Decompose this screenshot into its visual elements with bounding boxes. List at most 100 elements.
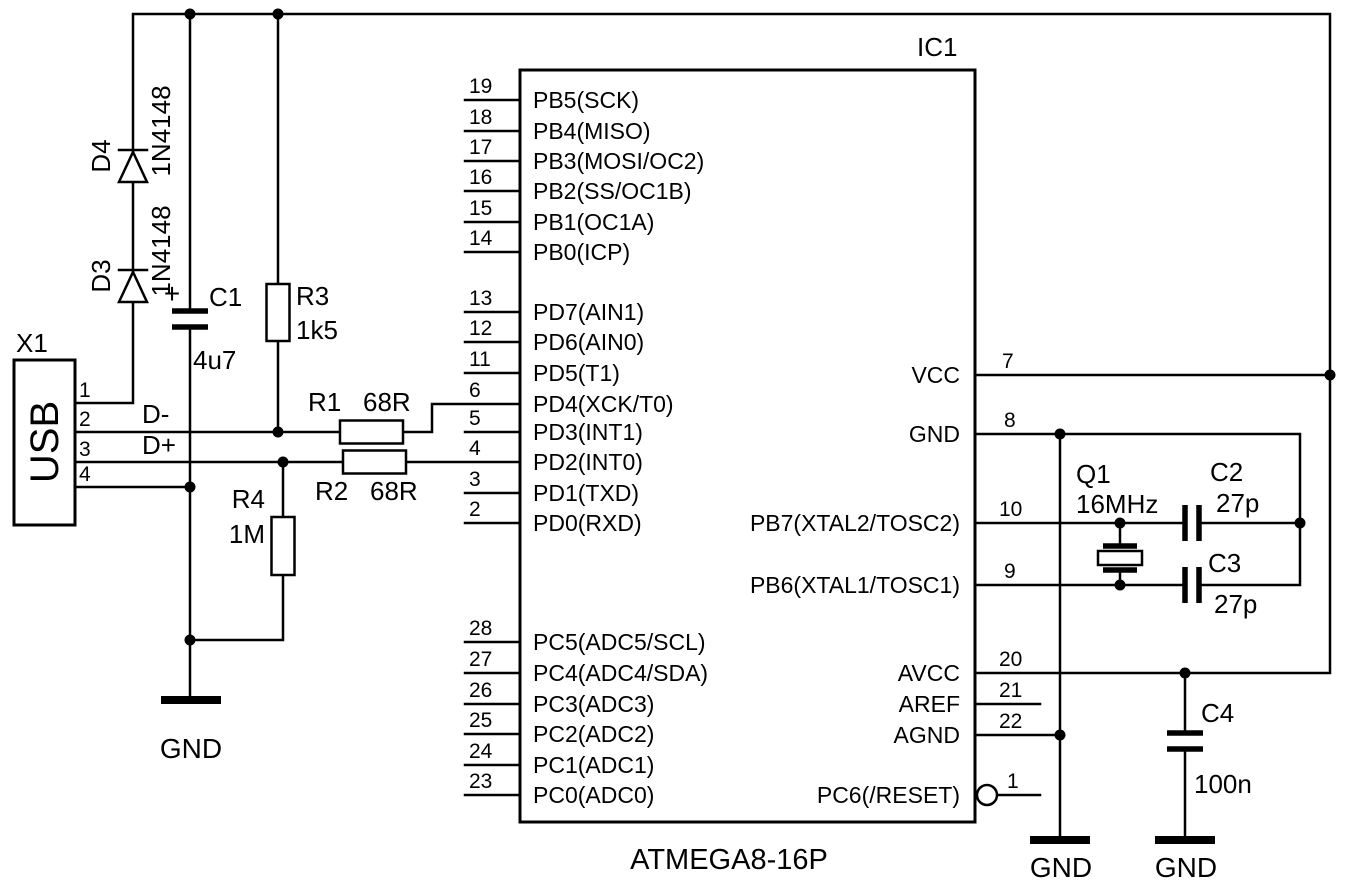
- resistor-value-label: 68R: [370, 476, 418, 506]
- net-labels: D- D+: [142, 399, 176, 460]
- crystal-q1: Q1 16MHz: [1076, 459, 1158, 573]
- reset-inversion-bubble: [975, 783, 999, 807]
- resistor-r3: R3 1k5: [265, 281, 338, 345]
- pin-number: 17: [469, 136, 492, 159]
- net-label-dminus: D-: [142, 399, 169, 429]
- pin-name: PD6(AIN0): [533, 329, 644, 355]
- pin-number: 10: [999, 498, 1022, 521]
- capacitor-plates: [1182, 505, 1202, 541]
- resistor-value-label: 68R: [363, 387, 411, 417]
- capacitor-c2: C2 27p: [1182, 457, 1259, 541]
- pin-number: 14: [469, 227, 493, 250]
- capacitor-c1: + C1 4u7: [164, 278, 242, 375]
- capacitor-plates: [1167, 730, 1203, 752]
- pin-number: 7: [1002, 350, 1014, 373]
- resistor-ref-label: R4: [232, 484, 265, 514]
- junction-dot: [184, 634, 196, 646]
- pin-name: GND: [909, 421, 960, 447]
- junction-dot: [184, 8, 196, 20]
- pin-name: PB6(XTAL1/TOSC1): [750, 572, 960, 598]
- resistor-ref-label: R1: [308, 387, 341, 417]
- pin-number: 15: [469, 197, 492, 220]
- pin-number: 27: [469, 648, 492, 671]
- junction-dot: [1114, 517, 1126, 529]
- junction-dot: [1294, 517, 1306, 529]
- pin-name: PB0(ICP): [533, 239, 630, 265]
- ground-symbols: GND GND GND: [160, 696, 1217, 883]
- diode-ref-label: D3: [86, 259, 116, 292]
- pin-number: 8: [1004, 409, 1016, 432]
- pin-name: PD4(XCK/T0): [533, 391, 674, 417]
- resistor-body: [270, 515, 296, 577]
- capacitor-value-label: 4u7: [193, 345, 236, 375]
- junction-dot: [1114, 579, 1126, 591]
- ground-bar: [161, 696, 1215, 844]
- pin-number: 12: [469, 317, 492, 340]
- pin-name: PC5(ADC5/SCL): [533, 629, 706, 655]
- usb-connector: X1 USB 1 2 3 4: [12, 328, 91, 527]
- pin-number: 21: [999, 679, 1022, 702]
- capacitor-ref-label: C3: [1208, 548, 1241, 578]
- pin-number: 22: [999, 710, 1022, 733]
- resistor-r2: R2 68R: [315, 449, 418, 506]
- diode-d4: D4 1N4148: [86, 85, 176, 184]
- pin-number: 24: [469, 740, 493, 763]
- pin-number: 6: [469, 379, 481, 402]
- pin-name: AVCC: [898, 660, 960, 686]
- crystal-body: [1096, 549, 1144, 567]
- junction-dot: [1054, 729, 1066, 741]
- usb-pin-number: 3: [79, 438, 91, 461]
- ic-part-label: ATMEGA8-16P: [630, 844, 828, 876]
- pin-number: 3: [469, 468, 481, 491]
- pin-name: PC3(ADC3): [533, 691, 654, 717]
- diode-ref-label: D4: [86, 139, 116, 172]
- pin-name: PD2(INT0): [533, 449, 643, 475]
- pin-name: PB7(XTAL2/TOSC2): [750, 510, 960, 536]
- pin-name: PC4(ADC4/SDA): [533, 660, 708, 686]
- resistor-body: [341, 449, 408, 475]
- pin-name: PB5(SCK): [533, 87, 639, 113]
- junction-dot: [1179, 667, 1191, 679]
- usb-ref-label: X1: [16, 328, 48, 358]
- pin-number: 13: [469, 287, 492, 310]
- junction-dots: [184, 8, 1336, 741]
- junction-dot: [184, 481, 196, 493]
- resistor-ref-label: R2: [315, 476, 348, 506]
- capacitor-ref-label: C2: [1210, 457, 1243, 487]
- resistor-r1: R1 68R: [308, 387, 411, 445]
- resistor-value-label: 1M: [229, 519, 265, 549]
- junction-dot: [272, 8, 284, 20]
- crystal-ref-label: Q1: [1076, 459, 1111, 489]
- pin-name: PD0(RXD): [533, 510, 642, 536]
- pin-name: PC2(ADC2): [533, 721, 654, 747]
- pin-name: PB2(SS/OC1B): [533, 178, 692, 204]
- pin-name: PD3(INT1): [533, 419, 643, 445]
- capacitor-ref-label: C4: [1201, 698, 1234, 728]
- capacitor-plates: [172, 308, 208, 330]
- pin-name: PD7(AIN1): [533, 299, 644, 325]
- pin-name: PC0(ADC0): [533, 782, 654, 808]
- capacitor-c3: C3 27p: [1182, 548, 1257, 619]
- pin-name: PB1(OC1A): [533, 209, 654, 235]
- ic-body: [518, 68, 977, 824]
- pin-number: 26: [469, 679, 492, 702]
- pin-name: AREF: [899, 691, 960, 717]
- pin-number: 1: [1007, 770, 1019, 793]
- usb-connector-body: [12, 358, 77, 527]
- capacitor-value-label: 27p: [1216, 488, 1259, 518]
- pin-name: PC1(ADC1): [533, 752, 654, 778]
- resistor-value-label: 1k5: [296, 315, 338, 345]
- pin-name: AGND: [894, 722, 960, 748]
- pin-number: 11: [469, 348, 491, 371]
- pin-name: PB4(MISO): [533, 118, 651, 144]
- ic-ref-label: IC1: [917, 32, 957, 62]
- diode-triangle: [117, 269, 149, 304]
- wires: [73, 12, 1332, 842]
- diode-value-label: 1N4148: [146, 85, 176, 176]
- junction-dot: [277, 456, 289, 468]
- net-label-dplus: D+: [142, 430, 176, 460]
- junction-dot: [1324, 369, 1336, 381]
- wire-net: [73, 12, 1332, 842]
- crystal-value-label: 16MHz: [1076, 489, 1158, 519]
